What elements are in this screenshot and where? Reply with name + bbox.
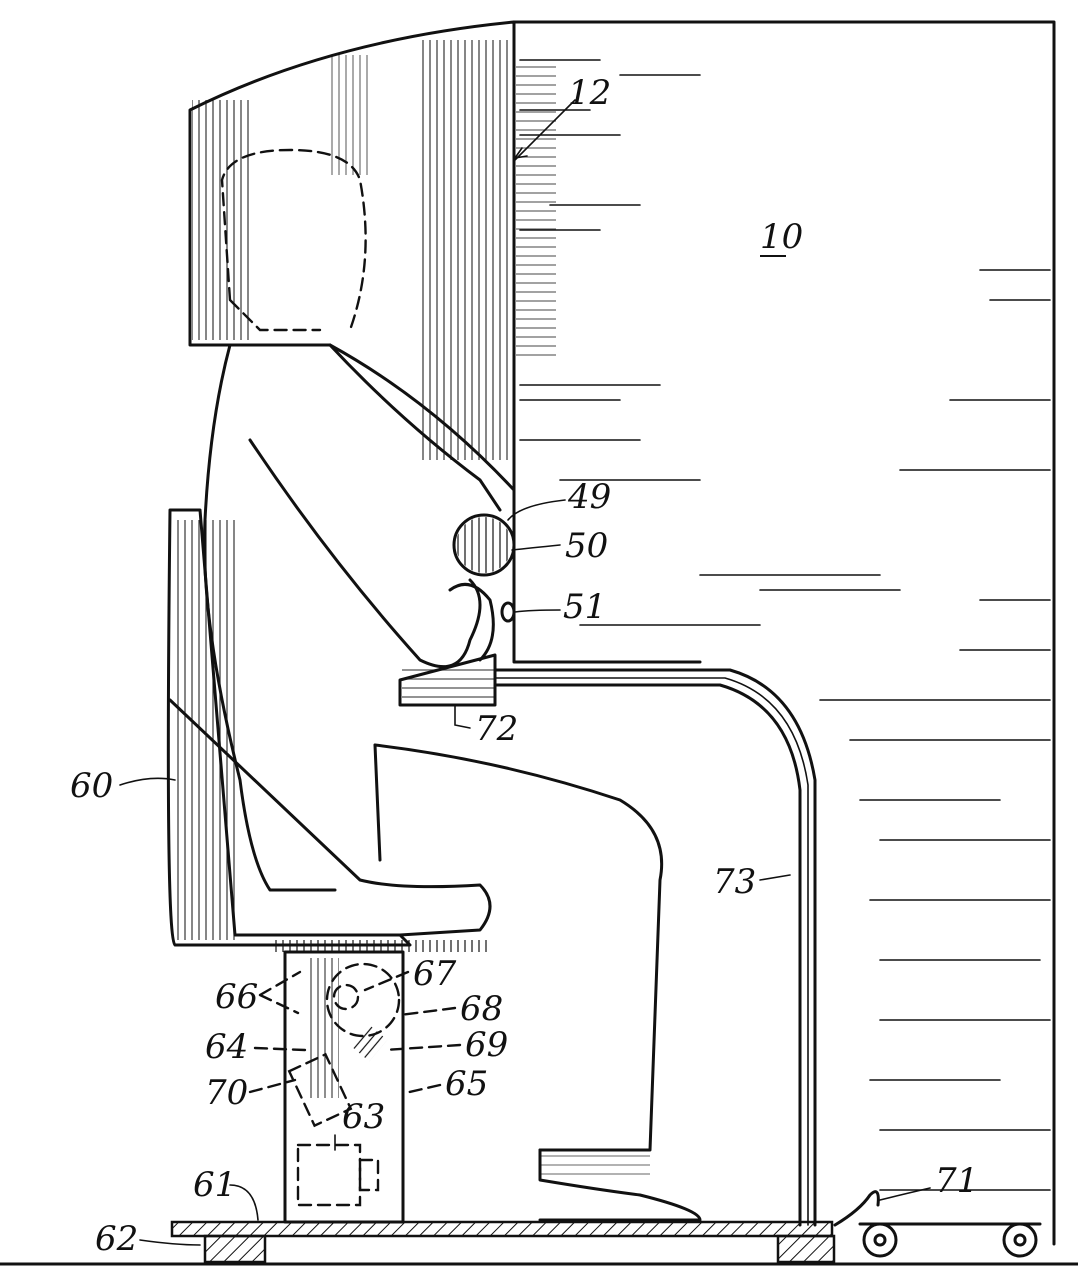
label-63: 63 <box>342 1097 385 1137</box>
label-50: 50 <box>565 526 608 566</box>
casters <box>858 1222 1042 1258</box>
operator-figure <box>202 343 702 1222</box>
label-60: 60 <box>70 766 113 806</box>
seat <box>166 508 492 952</box>
viewing-hood <box>188 20 516 492</box>
label-71: 71 <box>935 1161 978 1201</box>
power-cable <box>833 1190 880 1227</box>
label-65: 65 <box>445 1064 488 1104</box>
label-67: 67 <box>413 954 457 994</box>
label-72: 72 <box>475 709 518 749</box>
cabinet-body <box>512 20 1056 1246</box>
support-arm <box>493 668 817 1227</box>
label-62: 62 <box>95 1219 138 1259</box>
label-68: 68 <box>460 989 503 1029</box>
control-button <box>500 601 516 623</box>
label-70: 70 <box>205 1073 248 1113</box>
leader-lines <box>119 99 931 1246</box>
label-73: 73 <box>713 862 756 902</box>
armrest <box>398 653 497 707</box>
label-51: 51 <box>563 587 606 627</box>
label-66: 66 <box>215 977 258 1017</box>
label-69: 69 <box>465 1025 508 1065</box>
operator-head-outline <box>220 148 367 332</box>
label-61: 61 <box>193 1165 236 1205</box>
label-49: 49 <box>567 477 611 517</box>
base-platform <box>0 1220 1078 1266</box>
label-12: 12 <box>568 73 611 113</box>
reference-numerals: 12 10 49 50 51 72 60 73 66 67 68 64 69 7… <box>70 73 978 1259</box>
seat-column <box>283 950 405 1224</box>
label-10: 10 <box>760 217 803 257</box>
control-knob <box>452 513 516 577</box>
label-64: 64 <box>205 1027 248 1067</box>
